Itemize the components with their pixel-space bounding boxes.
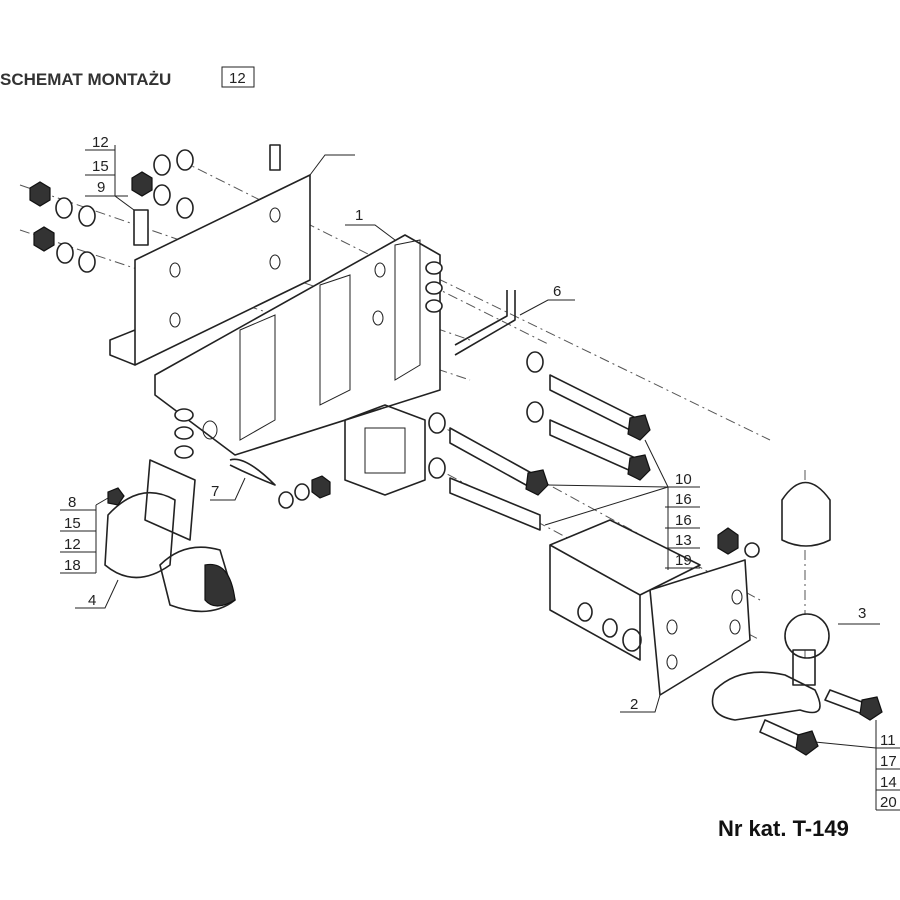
callout-top-left-stack-0: 12 bbox=[92, 134, 109, 151]
callout-left-stack-1: 15 bbox=[64, 515, 81, 532]
mounting-bracket-plate bbox=[109, 144, 311, 366]
callout-part-7: 7 bbox=[211, 483, 219, 500]
catalog-number: Nr kat. T-149 bbox=[718, 816, 849, 841]
callout-bottom-right-stack-0: 11 bbox=[880, 732, 896, 749]
callout-part-4: 4 bbox=[88, 592, 96, 609]
diagram-title: SCHEMAT MONTAŻU bbox=[0, 70, 171, 89]
ball-cover-cap bbox=[781, 481, 831, 547]
callout-part-6: 6 bbox=[553, 283, 561, 300]
callout-left-stack-3: 18 bbox=[64, 557, 81, 574]
callout-top-left-stack-1: 15 bbox=[92, 158, 109, 175]
fasteners bbox=[29, 149, 739, 555]
tow-ball bbox=[711, 613, 883, 756]
callout-part-1: 1 bbox=[355, 207, 363, 224]
callout-left-stack-2: 12 bbox=[64, 536, 81, 553]
callout-part-3: 3 bbox=[858, 605, 866, 622]
sheet-number: 12 bbox=[229, 70, 246, 87]
callout-right-stack-3: 13 bbox=[675, 532, 692, 549]
locking-pin bbox=[454, 290, 516, 356]
sheet-box bbox=[221, 66, 255, 88]
callout-right-stack-1: 16 bbox=[675, 491, 692, 508]
callout-right-stack-4: 19 bbox=[675, 552, 692, 569]
callout-part-2: 2 bbox=[630, 696, 638, 713]
electrical-socket bbox=[104, 459, 236, 613]
callout-top-left-stack-2: 9 bbox=[97, 179, 105, 196]
callout-left-stack-0: 8 bbox=[68, 494, 76, 511]
long-bolts bbox=[428, 351, 651, 531]
callout-right-stack-0: 10 bbox=[675, 471, 692, 488]
callout-bottom-right-stack-1: 17 bbox=[880, 753, 897, 770]
callout-bottom-right-stack-3: 20 bbox=[880, 794, 897, 811]
leader-lines bbox=[60, 145, 900, 811]
callout-right-stack-2: 16 bbox=[675, 512, 692, 529]
main-frame bbox=[154, 234, 441, 496]
callout-bottom-right-stack-2: 14 bbox=[880, 774, 897, 791]
draw-bar bbox=[549, 519, 760, 696]
spring-clip bbox=[229, 458, 276, 486]
